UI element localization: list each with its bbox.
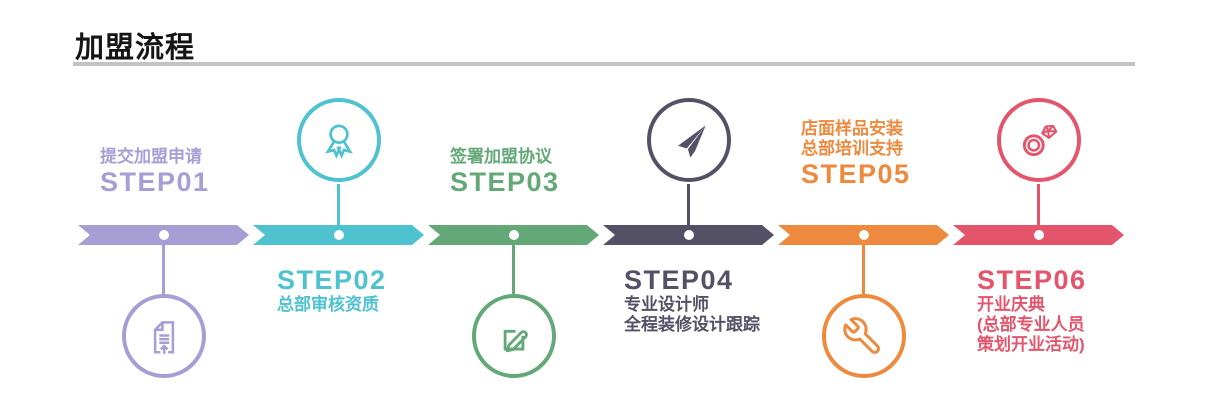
connector-line-2	[337, 184, 340, 226]
step-3-text: 签署加盟协议 STEP03	[450, 147, 560, 197]
step-3-label: STEP03	[450, 167, 560, 197]
step-1-text: 提交加盟申请 STEP01	[100, 147, 210, 197]
step-6-description-3: 策划开业活动)	[977, 335, 1085, 354]
step-6-label: STEP06	[977, 265, 1087, 295]
step-4-description-2: 全程装修设计跟踪	[624, 315, 760, 334]
step-6-description: 开业庆典	[977, 295, 1045, 314]
step-4-text: STEP04 专业设计师 全程装修设计跟踪	[624, 265, 760, 335]
diamond-ring-icon	[996, 98, 1081, 182]
timeline-segment-5	[778, 225, 949, 245]
timeline-node-dot-1	[158, 230, 169, 240]
step-5-description-2: 总部培训支持	[801, 139, 903, 158]
page-title: 加盟流程	[75, 32, 196, 64]
medal-icon	[296, 98, 381, 182]
step-1-description: 提交加盟申请	[100, 147, 202, 166]
connector-line-6	[1037, 184, 1040, 226]
connector-line-4	[687, 184, 690, 226]
timeline-node-dot-3	[508, 230, 519, 240]
step-2-description: 总部审核资质	[277, 295, 379, 314]
timeline-segment-4	[603, 225, 774, 245]
timeline-segment-3	[428, 225, 599, 245]
step-1-label: STEP01	[100, 167, 210, 197]
step-4-description: 专业设计师	[624, 295, 709, 314]
timeline-node-dot-5	[858, 230, 869, 240]
step-2-label: STEP02	[277, 265, 387, 295]
step-6-description-2: (总部专业人员	[977, 315, 1085, 334]
connector-line-5	[862, 245, 865, 294]
timeline-segment-2	[253, 225, 424, 245]
timeline-segment-1	[78, 225, 249, 245]
step-6-text: STEP06 开业庆典 (总部专业人员 策划开业活动)	[977, 265, 1087, 355]
wrench-icon	[821, 294, 906, 378]
document-submit-icon	[121, 294, 206, 378]
title-underline	[73, 62, 1135, 66]
step-5-label: STEP05	[801, 159, 911, 189]
timeline-node-dot-6	[1033, 230, 1044, 240]
paper-plane-icon	[646, 98, 731, 182]
connector-line-3	[512, 245, 515, 294]
timeline-segment-6	[953, 225, 1124, 245]
step-4-label: STEP04	[624, 265, 734, 295]
step-3-description: 签署加盟协议	[450, 147, 552, 166]
timeline-node-dot-4	[683, 230, 694, 240]
timeline-node-dot-2	[333, 230, 344, 240]
step-5-description: 店面样品安装	[801, 119, 903, 138]
sign-edit-icon	[471, 294, 556, 378]
connector-line-1	[162, 245, 165, 294]
step-5-text: 店面样品安装 总部培训支持 STEP05	[801, 119, 911, 189]
step-2-text: STEP02 总部审核资质	[277, 265, 387, 315]
